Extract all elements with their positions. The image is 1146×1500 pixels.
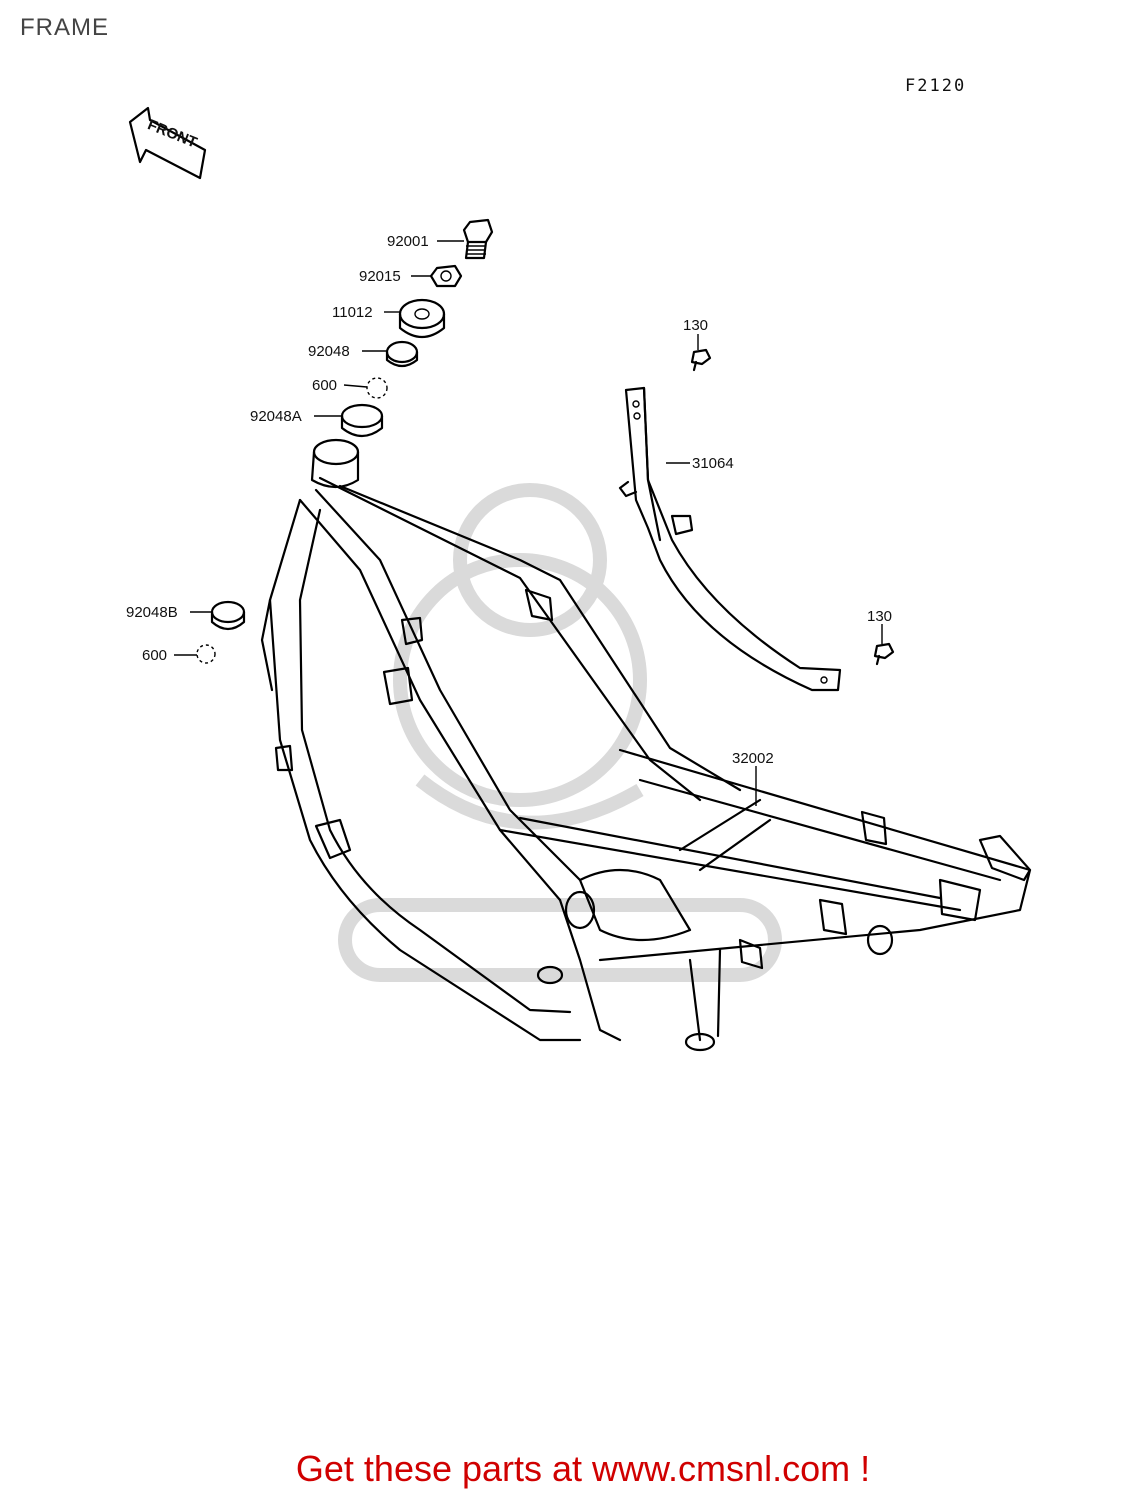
part-label-32002[interactable]: 32002 <box>732 750 774 767</box>
part-label-92015[interactable]: 92015 <box>359 268 401 285</box>
part-label-92001[interactable]: 92001 <box>387 233 429 250</box>
part-label-31064[interactable]: 31064 <box>692 455 734 472</box>
part-label-600-top[interactable]: 600 <box>312 377 337 394</box>
part-labels: 92001 92015 11012 92048 600 92048A 130 3… <box>126 233 892 767</box>
main-frame-32002 <box>260 438 1032 1052</box>
bolt-130-top-icon <box>690 348 712 372</box>
leader-lines <box>174 240 883 806</box>
page-title: FRAME <box>20 14 109 41</box>
part-label-11012[interactable]: 11012 <box>332 304 373 321</box>
part-label-92048b[interactable]: 92048B <box>126 604 178 621</box>
nut-92015-icon <box>429 264 463 288</box>
collar-92048-icon <box>385 340 419 368</box>
part-label-92048[interactable]: 92048 <box>308 343 350 360</box>
footer-ad-link[interactable]: Get these parts at www.cmsnl.com ! <box>295 1448 871 1489</box>
bolt-92001-icon <box>462 218 494 260</box>
part-label-600-bottom[interactable]: 600 <box>142 647 167 664</box>
bearing-600-top-icon <box>366 377 388 399</box>
rubber-11012-icon <box>398 298 446 339</box>
part-label-130-bottom[interactable]: 130 <box>867 608 892 625</box>
bearing-600-bottom-icon <box>196 644 216 664</box>
diagram-code: F2120 <box>905 76 967 96</box>
part-label-92048a[interactable]: 92048A <box>250 408 302 425</box>
race-92048a-icon <box>340 403 384 438</box>
part-label-130-top[interactable]: 130 <box>683 317 708 334</box>
race-92048b-icon <box>210 600 246 631</box>
front-arrow-label: FRONT <box>145 116 199 151</box>
bolt-130-bottom-icon <box>873 642 895 666</box>
subframe-31064 <box>618 386 842 692</box>
front-arrow-icon: FRONT <box>128 106 207 180</box>
